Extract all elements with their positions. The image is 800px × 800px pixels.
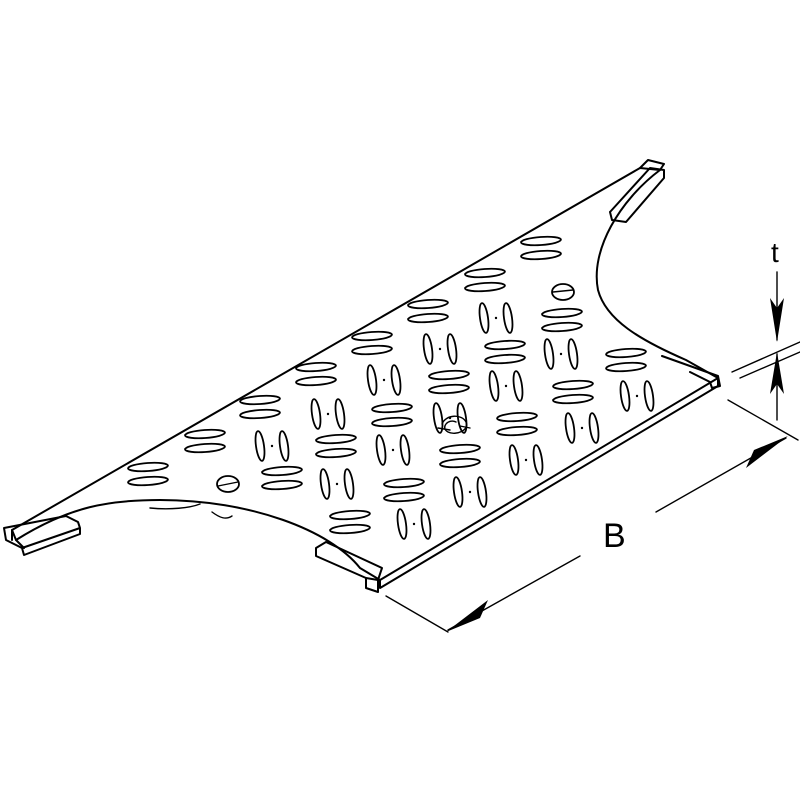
slot-pair-horizontal: [315, 433, 357, 459]
perforation-pattern: [127, 235, 655, 540]
slot-pair-horizontal: [464, 267, 506, 293]
slot-pair-horizontal: [329, 509, 371, 535]
slot-pair-horizontal: [127, 461, 169, 487]
slot-pair-vertical: [478, 302, 514, 334]
screw-left: [216, 475, 240, 493]
slot-pair-vertical: [508, 444, 544, 476]
slot-pair-horizontal: [239, 394, 281, 420]
tee-cover-plate: [11, 167, 719, 581]
extension-line-right: [727, 399, 799, 441]
slot-pair-vertical: [366, 364, 402, 396]
slot-pair-horizontal: [439, 443, 481, 469]
clip-top-right: [609, 167, 665, 223]
dimension-width: B: [385, 399, 799, 633]
slot-pair-vertical: [310, 398, 346, 430]
slot-pair-horizontal: [383, 477, 425, 503]
slot-pair-vertical: [488, 370, 524, 402]
slot-pair-vertical: [254, 430, 290, 462]
slot-pair-vertical: [396, 508, 432, 540]
clip-bottom: [315, 541, 383, 593]
slot-pair-vertical: [375, 434, 411, 466]
dimension-thickness: t: [731, 237, 800, 421]
slot-pair-vertical: [564, 412, 600, 444]
plate-front-edge: [379, 377, 719, 589]
slot-pair-horizontal: [552, 379, 594, 405]
slot-pair-vertical: [319, 468, 355, 500]
slot-pair-horizontal: [407, 298, 449, 324]
plate-curve-inner: [149, 503, 233, 519]
slot-pair-horizontal: [428, 369, 470, 395]
plate-back-edge: [11, 159, 665, 549]
arrowhead-lower: [446, 600, 488, 632]
slot-pair-horizontal: [520, 235, 562, 261]
screw-top: [551, 283, 575, 301]
width-label: B: [603, 517, 626, 555]
arrowhead-upper: [746, 436, 788, 468]
thickness-extension-lower: [739, 351, 800, 379]
slot-pair-vertical: [619, 380, 655, 412]
slot-pair-horizontal: [371, 402, 413, 428]
slot-pair-vertical: [422, 333, 458, 365]
slot-pair-horizontal: [184, 428, 226, 454]
slot-pair-vertical: [452, 476, 488, 508]
slot-pair-vertical: [543, 338, 579, 370]
slot-pair-horizontal: [261, 465, 303, 491]
slot-pair-horizontal: [605, 347, 647, 373]
slot-pair-horizontal: [541, 307, 583, 333]
slot-pair-horizontal: [351, 330, 393, 356]
clip-left: [3, 515, 81, 556]
thickness-label: t: [771, 237, 779, 268]
thickness-arrow-up: [770, 352, 784, 394]
slot-pair-horizontal: [484, 339, 526, 365]
thickness-arrow-down: [770, 298, 784, 342]
thickness-extension-upper: [731, 341, 800, 373]
slot-pair-horizontal: [496, 411, 538, 437]
extension-line-left: [385, 595, 449, 633]
slot-pair-horizontal: [295, 361, 337, 387]
center-marking-symbol: [437, 415, 471, 434]
